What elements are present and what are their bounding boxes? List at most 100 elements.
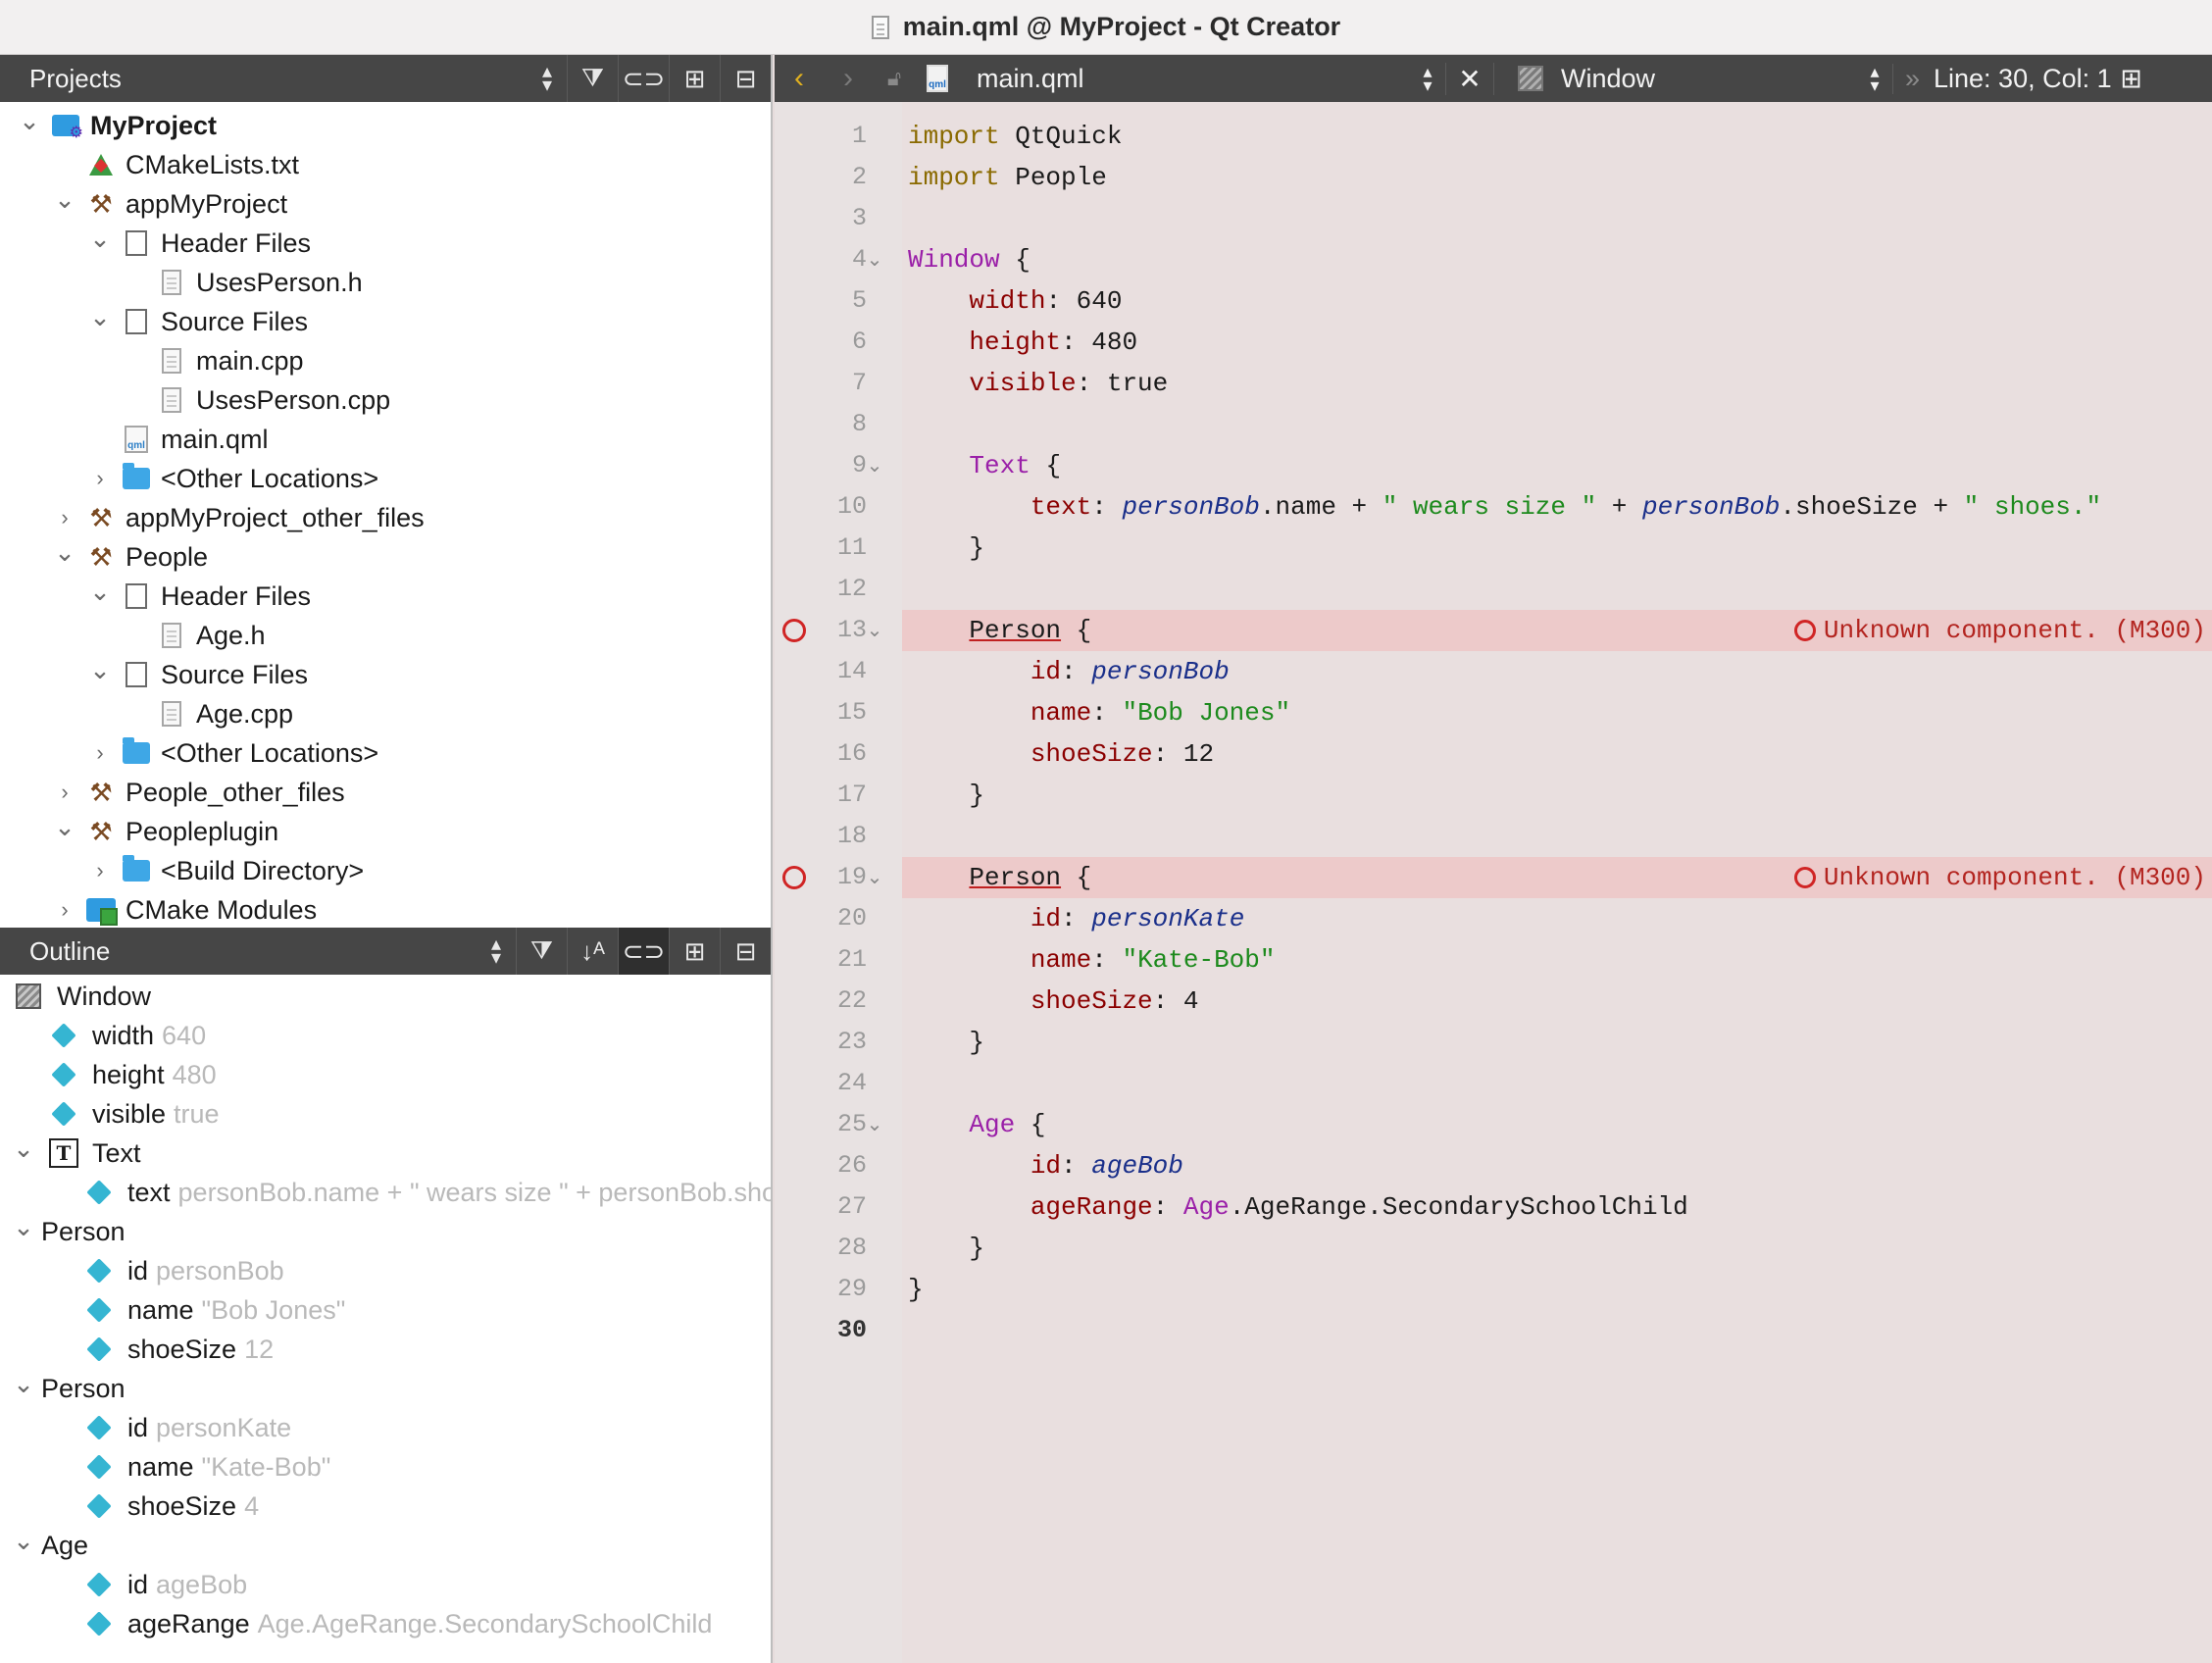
tree-item[interactable]: ⌄⚒People [0, 537, 771, 577]
symbol-selector[interactable]: Window [1561, 63, 1656, 93]
chevron-down-icon[interactable]: ⌄ [54, 812, 75, 841]
tree-item[interactable]: name"Bob Jones" [0, 1290, 771, 1330]
split-editor-icon[interactable]: ⊞ [2120, 63, 2142, 93]
code-line: id: personBob [902, 651, 2212, 692]
split-pane-icon[interactable]: ⊞ [669, 55, 720, 102]
chevron-down-icon[interactable]: ⌄ [13, 1134, 34, 1163]
error-annotation[interactable]: Unknown component. (M300) [1793, 857, 2206, 898]
close-document-button[interactable]: ✕ [1445, 62, 1494, 95]
tree-item[interactable]: ⌄Person [0, 1369, 771, 1408]
line-column-indicator[interactable]: Line: 30, Col: 1 [1934, 63, 2112, 93]
tree-item[interactable]: ⌄ Source Files [0, 655, 771, 694]
tree-item[interactable]: ⌄Header Files [0, 224, 771, 263]
tree-item-label: Peopleplugin [126, 816, 279, 846]
tree-item-label: UsesPerson.h [196, 267, 363, 297]
tree-item[interactable]: ›<Build Directory> [0, 851, 771, 890]
open-file-selector[interactable]: main.qml [977, 63, 1084, 93]
chevron-down-icon[interactable]: ⌄ [89, 302, 111, 331]
file-selector-arrows-icon[interactable]: ▴▾ [1423, 62, 1433, 95]
fold-chevron-icon[interactable]: ⌄ [866, 1114, 883, 1135]
split-pane-icon[interactable]: ⊞ [669, 928, 720, 975]
code-token: id [1030, 1151, 1062, 1181]
tree-item[interactable]: ›⚒People_other_files [0, 773, 771, 812]
tree-item[interactable]: main.cpp [0, 341, 771, 380]
tree-item[interactable]: ⌄MyProject [0, 106, 771, 145]
link-with-editor-icon[interactable]: ⊂⊃ [618, 928, 669, 975]
forward-arrow-icon[interactable]: › [843, 62, 853, 94]
tree-item[interactable]: UsesPerson.h [0, 263, 771, 302]
chevron-right-icon[interactable]: › [96, 466, 104, 490]
error-annotation[interactable]: Unknown component. (M300) [1793, 610, 2206, 651]
chevron-right-icon[interactable]: › [61, 897, 69, 922]
close-pane-icon[interactable]: ⊟ [720, 928, 771, 975]
sort-alphabetically-icon[interactable]: ↓ᴬ [567, 928, 618, 975]
chevron-down-icon[interactable]: ⌄ [19, 106, 40, 135]
code-token: : [1091, 492, 1123, 522]
error-marker-icon[interactable] [782, 619, 806, 642]
chevron-down-icon[interactable]: ⌄ [13, 1212, 34, 1241]
tree-item[interactable]: Age.cpp [0, 694, 771, 733]
chevron-down-icon[interactable]: ⌄ [89, 577, 111, 606]
fold-chevron-icon[interactable]: ⌄ [866, 867, 883, 888]
chevron-right-icon[interactable]: › [96, 740, 104, 765]
chevron-down-icon[interactable]: ⌄ [13, 1369, 34, 1398]
chevron-down-icon[interactable]: ⌄ [89, 224, 111, 253]
hammer-icon: ⚒ [89, 189, 113, 219]
tree-item[interactable]: ›⚒appMyProject_other_files [0, 498, 771, 537]
tree-item[interactable]: ›<Other Locations> [0, 733, 771, 773]
tree-item[interactable]: ⌄⚒Peopleplugin [0, 812, 771, 851]
tree-item[interactable]: ⌄⚒appMyProject [0, 184, 771, 224]
tree-item[interactable]: name"Kate-Bob" [0, 1447, 771, 1487]
close-pane-icon[interactable]: ⊟ [720, 55, 771, 102]
tree-item-label: Source Files [161, 659, 309, 689]
chevron-down-icon[interactable]: ⌄ [13, 1526, 34, 1555]
back-arrow-icon[interactable]: ‹ [794, 62, 804, 94]
error-marker-icon[interactable] [782, 866, 806, 889]
chevron-down-icon[interactable]: ⌄ [54, 184, 75, 214]
chevron-right-icon[interactable]: › [96, 858, 104, 882]
link-with-editor-icon[interactable]: ⊂⊃ [618, 55, 669, 102]
code-token: Age [969, 1110, 1016, 1139]
tree-item[interactable]: ⌄Age [0, 1526, 771, 1565]
chevron-down-icon[interactable]: ⌄ [54, 537, 75, 567]
symbol-selector-arrows-icon[interactable]: ▴▾ [1870, 62, 1880, 95]
fold-chevron-icon[interactable]: ⌄ [866, 455, 883, 477]
chevron-down-icon[interactable]: ⌄ [89, 655, 111, 684]
tree-item[interactable]: Age.h [0, 616, 771, 655]
lock-icon[interactable]: 🔓︎ [886, 66, 902, 90]
more-arrows-icon[interactable]: » [1892, 63, 1932, 94]
tree-item[interactable]: ⌄Header Files [0, 577, 771, 616]
filter-icon[interactable]: ⧩ [516, 928, 567, 975]
tree-item[interactable]: ⌄Person [0, 1212, 771, 1251]
line-number: 17 [836, 781, 867, 809]
pane-switch-arrows-icon[interactable]: ▴▾ [490, 933, 502, 969]
tree-item[interactable]: ›CMake Modules [0, 890, 771, 930]
fold-chevron-icon[interactable]: ⌄ [866, 249, 883, 271]
chevron-right-icon[interactable]: › [61, 780, 69, 804]
tree-item[interactable]: ⌄Source Files [0, 302, 771, 341]
fold-chevron-icon[interactable]: ⌄ [866, 620, 883, 641]
chevron-right-icon[interactable]: › [61, 505, 69, 529]
window-type-icon [1518, 66, 1543, 91]
tree-item-value: true [174, 1098, 220, 1129]
code-token [908, 945, 1031, 975]
tree-item[interactable]: Window [0, 977, 771, 1016]
pane-switch-arrows-icon[interactable]: ▴▾ [541, 61, 553, 96]
tree-item[interactable]: UsesPerson.cpp [0, 380, 771, 420]
tree-item[interactable]: ›<Other Locations> [0, 459, 771, 498]
filter-icon[interactable]: ⧩ [567, 55, 618, 102]
tree-item[interactable]: CMakeLists.txt [0, 145, 771, 184]
